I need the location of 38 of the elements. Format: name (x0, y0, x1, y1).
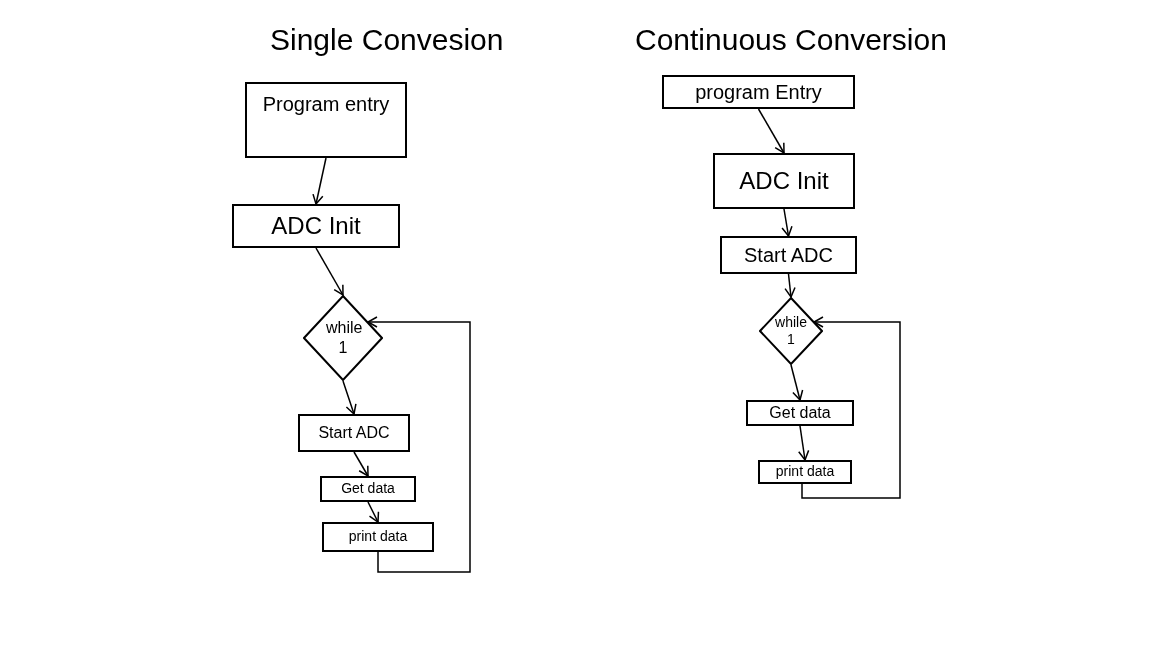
arrow (367, 501, 380, 523)
arrow (801, 316, 901, 499)
arrow (342, 380, 357, 415)
node-label: program Entry (695, 79, 822, 105)
node-label: Get data (341, 480, 395, 498)
node-label: while 1 (326, 318, 360, 358)
process-box (713, 153, 855, 209)
arrow (781, 208, 793, 237)
arrow (367, 316, 471, 573)
arrow (353, 451, 369, 477)
node-label: Start ADC (744, 242, 833, 268)
decision-diamond (303, 295, 383, 381)
node-label: Program entry (262, 92, 390, 117)
arrow (784, 273, 796, 298)
heading: Single Convesion (270, 22, 504, 58)
arrow (315, 247, 344, 296)
node-label: while 1 (774, 313, 808, 349)
arrow (798, 425, 810, 461)
process-box (232, 204, 400, 248)
node-label: ADC Init (739, 166, 829, 196)
process-box (758, 460, 852, 484)
process-box (746, 400, 854, 426)
node-label: print data (775, 463, 835, 481)
decision-diamond (759, 297, 823, 365)
arrow (312, 157, 327, 205)
process-box (720, 236, 857, 274)
process-box (320, 476, 416, 502)
arrow (757, 108, 785, 154)
process-box (245, 82, 407, 158)
node-label: print data (348, 528, 408, 546)
node-label: Start ADC (318, 423, 390, 443)
arrow (790, 364, 804, 401)
process-box (662, 75, 855, 109)
node-label: Get data (769, 403, 831, 423)
process-box (322, 522, 434, 552)
node-label: ADC Init (271, 211, 361, 241)
process-box (298, 414, 410, 452)
heading: Continuous Conversion (635, 22, 947, 58)
